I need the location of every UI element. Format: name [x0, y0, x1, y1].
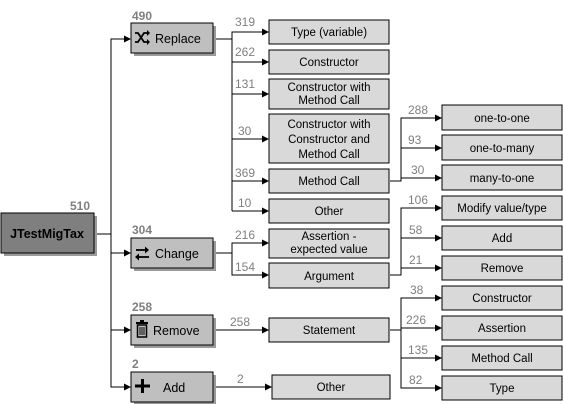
node-label: Modify value/type: [457, 203, 547, 215]
category-remove: Remove 258: [130, 300, 216, 348]
edge-count: 216: [235, 228, 255, 242]
replace-child-other: Other 10: [238, 196, 390, 224]
node-label-line-2: Method Call: [298, 95, 359, 107]
node-label: Method Call: [298, 176, 359, 188]
argument-child-modify-value-type: Modify value/type 106: [408, 193, 563, 221]
edge-count: 21: [409, 253, 423, 267]
root-label: JTestMigTax: [10, 227, 84, 241]
statement-child-assertion: Assertion 226: [406, 313, 563, 341]
node-label: Type (variable): [291, 27, 367, 39]
node-label: one-to-one: [474, 113, 530, 125]
method-call-child-one-to-one: one-to-one 288: [408, 103, 563, 131]
node-label-line-1: Assertion -: [302, 231, 357, 243]
edge-count: 30: [411, 163, 425, 177]
edge-count: 131: [235, 77, 255, 91]
trash-icon: [136, 320, 148, 338]
replace-child-method-call: Method Call 369: [235, 166, 390, 194]
edge-count: 369: [235, 166, 255, 180]
replace-child-type-variable: Type (variable) 319: [235, 15, 390, 45]
swap-arrows-icon: [135, 246, 149, 261]
node-label: Method Call: [471, 353, 532, 365]
category-remove-count: 258: [132, 300, 152, 314]
change-child-argument: Argument 154: [235, 260, 390, 289]
node-label: Constructor: [299, 57, 359, 69]
category-change-label: Change: [155, 247, 199, 261]
node-label-line-1: Constructor with: [287, 119, 370, 131]
category-add: Add 2: [130, 357, 216, 404]
edge-count: 38: [410, 283, 424, 297]
argument-child-remove: Remove 21: [409, 253, 563, 281]
root-node: JTestMigTax 510: [0, 199, 97, 256]
plus-icon: [135, 379, 150, 393]
category-add-count: 2: [132, 357, 139, 371]
node-label: Other: [315, 206, 344, 218]
edge-count: 106: [408, 193, 428, 207]
node-label-line-2: Constructor and: [288, 134, 370, 146]
category-replace-label: Replace: [155, 32, 201, 46]
statement-child-type: Type 82: [409, 373, 563, 401]
edge-count: 93: [408, 133, 422, 147]
replace-child-constructor: Constructor 262: [235, 45, 390, 75]
edge-count: 226: [406, 313, 426, 327]
edge-count: 2: [237, 372, 244, 386]
add-child-other: Other 2: [237, 372, 391, 400]
method-call-child-one-to-many: one-to-many 93: [408, 133, 563, 161]
node-label-line-3: Method Call: [298, 149, 359, 161]
category-change: Change 304: [130, 223, 216, 271]
edges: [95, 28, 442, 392]
edge-count: 319: [235, 15, 255, 29]
node-label: Remove: [481, 263, 524, 275]
edge-count: 288: [408, 103, 428, 117]
edge-count: 82: [409, 373, 423, 387]
shuffle-icon: [135, 30, 150, 45]
category-replace: Replace 490: [130, 9, 216, 56]
replace-child-constructor-with-constructor-and-method-call: Constructor with Constructor and Method …: [238, 113, 390, 164]
node-label: Add: [492, 233, 512, 245]
edge-count: 30: [238, 124, 252, 138]
node-label: many-to-one: [470, 173, 535, 185]
edge-count: 10: [238, 196, 252, 210]
change-child-assertion-expected-value: Assertion - expected value 216: [235, 228, 390, 259]
node-label: Argument: [304, 271, 355, 283]
category-remove-label: Remove: [153, 324, 200, 338]
method-call-child-many-to-one: many-to-one 30: [411, 163, 563, 191]
node-label: Statement: [303, 325, 356, 337]
category-replace-count: 490: [132, 9, 152, 23]
node-label-line-1: Constructor with: [287, 82, 370, 94]
node-label: Other: [317, 382, 346, 394]
edge-count: 154: [235, 260, 255, 274]
node-label-line-2: expected value: [290, 244, 367, 256]
node-label: Type: [490, 383, 515, 395]
node-label: Constructor: [472, 293, 532, 305]
edge-count: 262: [235, 45, 255, 59]
edge-count: 135: [408, 343, 428, 357]
remove-child-statement: Statement 258: [230, 315, 390, 343]
node-label: one-to-many: [470, 143, 535, 155]
statement-child-constructor: Constructor 38: [410, 283, 563, 311]
node-label: Assertion: [478, 323, 526, 335]
category-add-label: Add: [163, 381, 185, 395]
category-change-count: 304: [132, 223, 152, 237]
argument-child-add: Add 58: [409, 223, 563, 251]
edge-count: 58: [409, 223, 423, 237]
replace-child-constructor-with-method-call: Constructor with Method Call 131: [235, 77, 390, 110]
root-count: 510: [70, 199, 90, 213]
edge-count: 258: [230, 315, 250, 329]
statement-child-method-call: Method Call 135: [408, 343, 563, 371]
